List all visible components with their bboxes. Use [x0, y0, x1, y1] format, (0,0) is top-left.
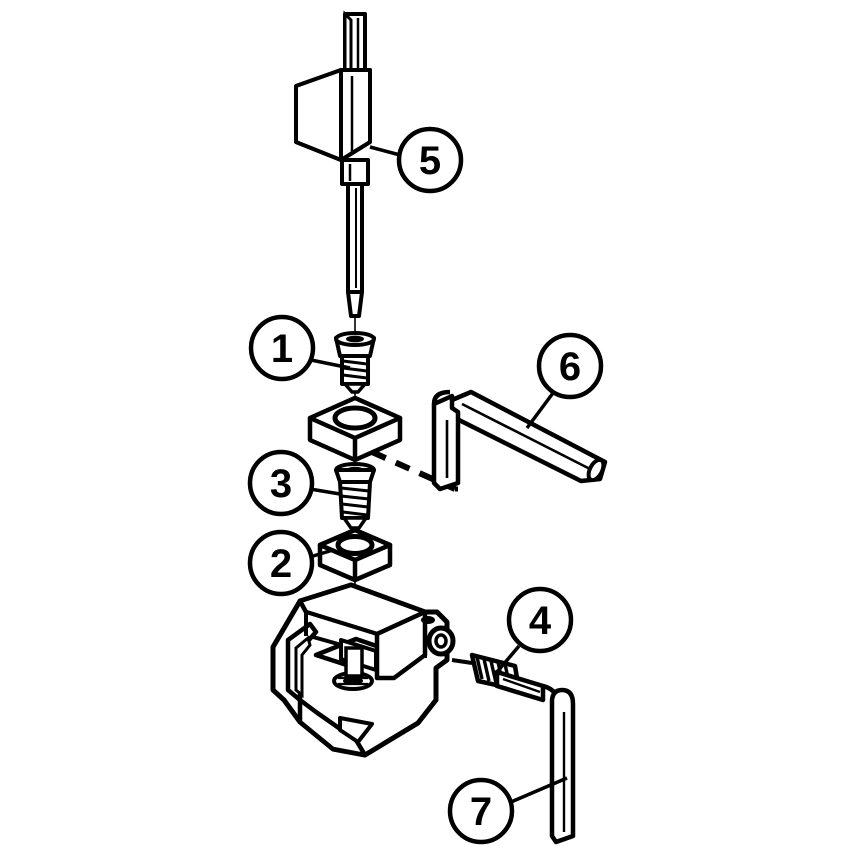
upper-shim-bore — [332, 405, 378, 431]
callout-leader-lines — [309, 145, 568, 804]
callout-7-label: 7 — [470, 790, 492, 834]
block-left-lug-inner — [294, 635, 312, 699]
part-lower-shim-seat — [317, 527, 393, 583]
clamp-pin-tip — [346, 290, 364, 318]
set-thread-2 — [482, 658, 491, 682]
part-shim-screw — [334, 462, 376, 530]
lower-shim-bore — [335, 534, 375, 556]
callout-balloons: 1 2 3 4 5 6 — [247, 126, 604, 845]
callout-4-circle[interactable] — [506, 586, 574, 654]
block-pocket-stud — [344, 646, 364, 678]
block-side-hole-inner — [434, 633, 448, 649]
set-thread-1 — [475, 656, 484, 680]
hex-key-small-short-highlight — [502, 677, 541, 694]
callout-3-circle[interactable] — [247, 449, 315, 517]
callout-4-label: 4 — [529, 599, 552, 643]
callout-5-label: 5 — [419, 139, 441, 183]
callout-1[interactable]: 1 — [248, 314, 316, 382]
screw-hex-socket — [346, 335, 364, 343]
shim-thread-3 — [341, 502, 369, 509]
callout-3[interactable]: 3 — [247, 449, 315, 517]
clamp-body-front-face — [294, 68, 343, 162]
set-screw-stem-left — [451, 658, 473, 665]
callout-2-label: 2 — [270, 542, 292, 586]
part-hex-key-small — [494, 669, 576, 845]
callout-2[interactable]: 2 — [247, 529, 315, 597]
shim-thread-1 — [340, 486, 370, 493]
alignment-dash-group — [370, 449, 458, 492]
callout-5[interactable]: 5 — [396, 126, 464, 194]
part-clamp-arm-assembly — [294, 10, 372, 318]
block-bottom-chamfer — [338, 716, 374, 744]
callout-3-label: 3 — [270, 462, 292, 506]
leader-6 — [525, 391, 555, 430]
callout-1-circle[interactable] — [248, 314, 316, 382]
screw-thread-3 — [342, 373, 368, 380]
clamp-body-side-face — [339, 68, 372, 162]
hex-key-large-arm-tip — [586, 457, 606, 483]
callout-7-circle[interactable] — [447, 777, 515, 845]
part-hex-key-large — [431, 389, 608, 492]
hex-key-large-arm-highlight — [461, 402, 593, 472]
shim-thread-4 — [342, 510, 368, 517]
block-front-bottom — [297, 697, 368, 758]
part-upper-shim-seat — [307, 395, 403, 463]
hex-key-small-long-arm — [549, 687, 576, 845]
part-toolholder-block — [270, 582, 456, 758]
callout-6-label: 6 — [559, 345, 581, 389]
leader-2 — [309, 548, 334, 559]
callout-6-circle[interactable] — [536, 332, 604, 400]
part-clamp-screw — [334, 331, 376, 394]
callout-4[interactable]: 4 — [506, 586, 574, 654]
callout-1-label: 1 — [271, 327, 293, 371]
callout-7[interactable]: 7 — [447, 777, 515, 845]
callout-5-circle[interactable] — [396, 126, 464, 194]
leader-3 — [309, 487, 341, 496]
leader-5 — [369, 145, 401, 157]
screw-thread-1 — [342, 359, 368, 366]
callout-6[interactable]: 6 — [536, 332, 604, 400]
leader-7 — [510, 776, 568, 804]
shim-screw-tip — [342, 516, 368, 530]
leader-4 — [495, 644, 521, 674]
clamp-lower-collar — [340, 158, 370, 186]
leader-1 — [310, 358, 351, 370]
hex-key-large-bend — [431, 389, 451, 405]
screw-tip — [343, 382, 367, 394]
shim-thread-2 — [340, 494, 370, 501]
callout-2-circle[interactable] — [247, 529, 315, 597]
block-right-face — [374, 609, 428, 681]
